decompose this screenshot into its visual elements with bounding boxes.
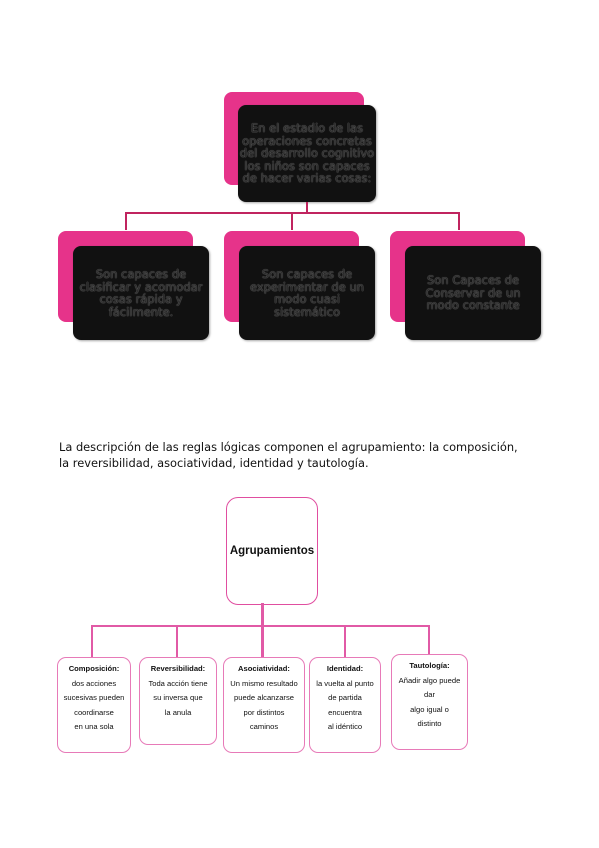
grouping-root-connector	[261, 603, 264, 627]
leaf-tautologia: Tautología: Añadir algo puede dar algo i…	[391, 654, 468, 750]
grouping-horizontal-connector	[91, 625, 430, 627]
grouping-root-node: Agrupamientos	[226, 497, 318, 605]
leaf-line: dos acciones	[71, 678, 117, 688]
leaf-line: encuentra	[328, 707, 362, 717]
leaf-line: distinto	[417, 719, 442, 728]
leaf-line: Un mismo resultado	[230, 678, 298, 688]
description-paragraph: La descripción de las reglas lógicas com…	[59, 440, 518, 470]
branch-connector-1	[125, 212, 127, 230]
leaf-line: en una sola	[74, 722, 114, 731]
leaf-title: Reversibilidad:	[150, 664, 206, 673]
child-card-text-3: Son Capaces de Conservar de un modo cons…	[425, 273, 521, 313]
grouping-root-label: Agrupamientos	[229, 545, 315, 557]
leaf-title: Asociatividad:	[238, 664, 290, 673]
leaf-line: puede alcanzarse	[234, 693, 294, 702]
leaf-line: al idéntico	[327, 722, 363, 731]
leaf-identidad: Identidad: la vuelta al punto de partida…	[309, 657, 381, 753]
child-card-front-3	[405, 246, 541, 340]
grouping-branch-3	[261, 625, 264, 658]
root-connector	[306, 202, 308, 213]
child-card-front-1	[73, 246, 209, 340]
leaf-title: Tautología:	[409, 661, 450, 670]
grouping-branch-2	[176, 625, 178, 658]
leaf-line: por distintos	[243, 707, 285, 717]
leaf-line: sucesivas pueden	[63, 693, 125, 702]
leaf-reversibilidad: Reversibilidad: Toda acción tiene su inv…	[139, 657, 217, 745]
root-card-front	[238, 105, 376, 202]
leaf-line: Toda acción tiene	[148, 678, 208, 688]
leaf-title: Composición:	[68, 664, 120, 673]
grouping-branch-1	[91, 625, 93, 658]
leaf-title: Identidad:	[326, 664, 364, 673]
leaf-line: caminos	[249, 722, 279, 731]
branch-connector-3	[458, 212, 460, 230]
child-card-text-2: Son capaces de experimentar de un modo c…	[249, 267, 365, 319]
leaf-line: algo igual o	[410, 704, 449, 714]
leaf-line: coordinarse	[74, 707, 114, 717]
leaf-line: la anula	[164, 707, 192, 717]
leaf-line: de partida	[328, 693, 362, 702]
leaf-line: dar	[424, 690, 435, 699]
leaf-line: Añadir algo puede	[398, 675, 461, 685]
leaf-composicion: Composición: dos acciones sucesivas pued…	[57, 657, 131, 753]
branch-connector-2	[291, 212, 293, 230]
leaf-asociatividad: Asociatividad: Un mismo resultado puede …	[223, 657, 305, 753]
leaf-line: la vuelta al punto	[316, 678, 374, 688]
horizontal-connector	[125, 212, 460, 214]
leaf-line: su inversa que	[153, 693, 203, 702]
root-card-text: En el estadio de las operaciones concret…	[239, 121, 375, 186]
child-card-text-1: Son capaces de clasificar y acomodar cos…	[79, 267, 203, 319]
child-card-front-2	[239, 246, 375, 340]
grouping-branch-4	[344, 625, 346, 658]
grouping-branch-5	[428, 625, 430, 655]
